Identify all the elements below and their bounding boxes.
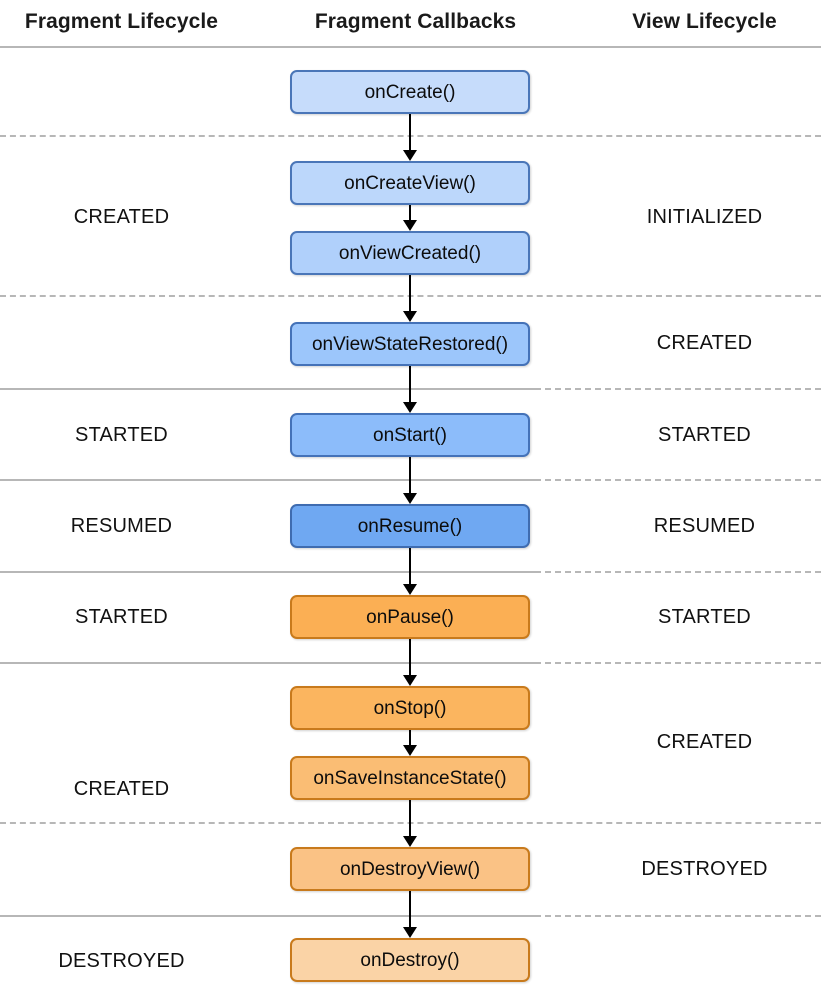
view-state-label: CREATED [656, 332, 753, 354]
callback-box-label: onViewStateRestored() [311, 333, 509, 355]
flow-arrow-head-icon [403, 675, 417, 686]
header-fragment-lifecycle: Fragment Lifecycle [24, 10, 219, 33]
fragment-state-label: CREATED [73, 206, 170, 228]
flow-arrow [403, 457, 417, 504]
callback-box[interactable]: onStop() [290, 686, 530, 730]
callback-box-label: onPause() [366, 606, 454, 628]
flow-arrow-shaft [409, 730, 411, 746]
lifecycle-divider [0, 662, 535, 664]
flow-arrow-shaft [409, 205, 411, 221]
flow-arrow [403, 891, 417, 938]
callback-box[interactable]: onStart() [290, 413, 530, 457]
view-state-label: STARTED [658, 424, 751, 446]
flow-arrow-shaft [409, 457, 411, 494]
view-state-label: DESTROYED [641, 858, 768, 880]
callback-box-label: onViewCreated() [338, 242, 482, 264]
flow-arrow-head-icon [403, 927, 417, 938]
lifecycle-divider [0, 915, 535, 917]
lifecycle-divider [535, 662, 821, 664]
fragment-state-label: DESTROYED [58, 950, 185, 972]
fragment-state-label: CREATED [73, 778, 170, 800]
callback-box-label: onDestroy() [360, 949, 460, 971]
flow-arrow-shaft [409, 639, 411, 676]
callback-box[interactable]: onCreateView() [290, 161, 530, 205]
callback-box-label: onDestroyView() [339, 858, 481, 880]
callback-box-label: onCreate() [364, 81, 456, 103]
callback-box-label: onResume() [357, 515, 463, 537]
diagram-header: Fragment Lifecycle Fragment Callbacks Vi… [0, 0, 821, 46]
flow-arrow-head-icon [403, 402, 417, 413]
callback-box[interactable]: onViewStateRestored() [290, 322, 530, 366]
flow-arrow-shaft [409, 366, 411, 403]
flow-arrow-head-icon [403, 745, 417, 756]
lifecycle-divider [535, 388, 821, 390]
callback-box-label: onStop() [373, 697, 447, 719]
flow-arrow-head-icon [403, 220, 417, 231]
flow-arrow-shaft [409, 800, 411, 837]
lifecycle-divider [535, 571, 821, 573]
fragment-state-label: STARTED [75, 606, 168, 628]
flow-arrow-head-icon [403, 836, 417, 847]
callback-box[interactable]: onPause() [290, 595, 530, 639]
flow-arrow-head-icon [403, 584, 417, 595]
lifecycle-divider [0, 479, 535, 481]
flow-arrow [403, 800, 417, 847]
lifecycle-divider [0, 571, 535, 573]
callback-box-label: onSaveInstanceState() [313, 767, 507, 789]
flow-arrow [403, 275, 417, 322]
fragment-state-label: RESUMED [70, 515, 173, 537]
flow-arrow [403, 366, 417, 413]
callback-box[interactable]: onSaveInstanceState() [290, 756, 530, 800]
fragment-state-label: STARTED [75, 424, 168, 446]
view-state-label: INITIALIZED [646, 206, 763, 228]
flow-arrow [403, 730, 417, 756]
callback-box[interactable]: onDestroy() [290, 938, 530, 982]
flow-arrow [403, 205, 417, 231]
flow-arrow-shaft [409, 548, 411, 585]
flow-arrow [403, 114, 417, 161]
lifecycle-divider [0, 388, 535, 390]
flow-arrow-head-icon [403, 493, 417, 504]
callback-box[interactable]: onCreate() [290, 70, 530, 114]
callback-box[interactable]: onViewCreated() [290, 231, 530, 275]
header-divider [0, 46, 821, 48]
view-state-label: CREATED [656, 731, 753, 753]
flow-arrow-head-icon [403, 150, 417, 161]
flow-arrow [403, 548, 417, 595]
lifecycle-divider [535, 479, 821, 481]
callback-box-label: onStart() [373, 424, 447, 446]
callback-box-label: onCreateView() [344, 172, 476, 194]
flow-arrow-shaft [409, 114, 411, 151]
flow-arrow-shaft [409, 275, 411, 312]
flow-arrow-head-icon [403, 311, 417, 322]
view-state-label: RESUMED [653, 515, 756, 537]
flow-arrow [403, 639, 417, 686]
header-view-lifecycle: View Lifecycle [632, 10, 777, 33]
callback-box[interactable]: onDestroyView() [290, 847, 530, 891]
flow-arrow-shaft [409, 891, 411, 928]
callback-box[interactable]: onResume() [290, 504, 530, 548]
view-state-label: STARTED [658, 606, 751, 628]
header-fragment-callbacks: Fragment Callbacks [314, 10, 517, 33]
lifecycle-divider [535, 915, 821, 917]
